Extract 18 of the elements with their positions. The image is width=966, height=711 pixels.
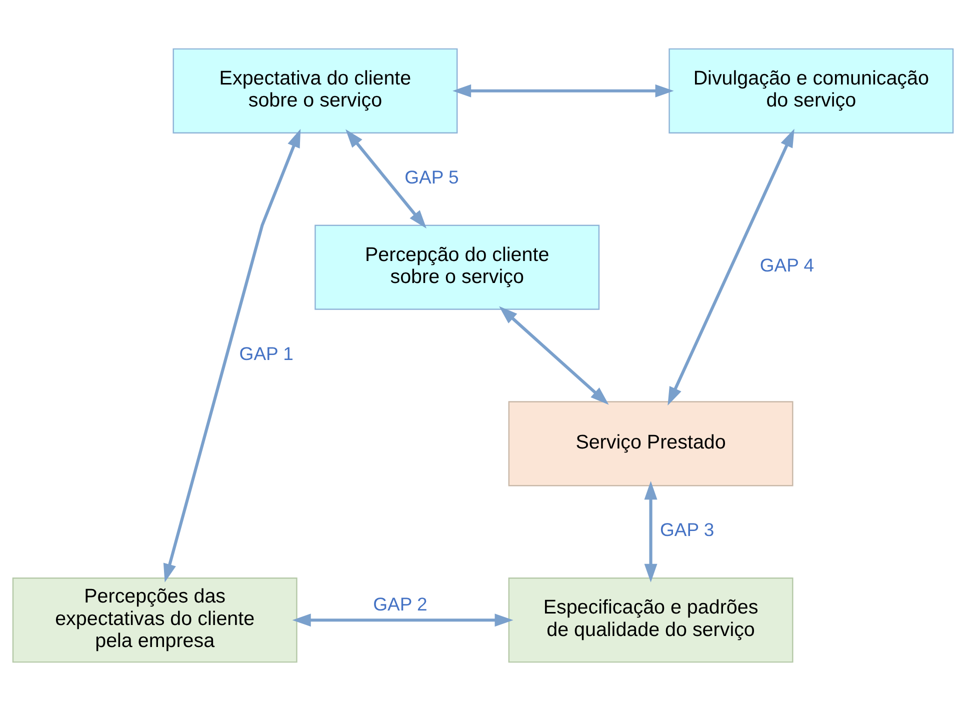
node-box: Serviço Prestado [508, 401, 794, 486]
arrow [292, 614, 514, 627]
arrow [346, 129, 426, 229]
arrow [163, 128, 301, 582]
edge-label: GAP 3 [660, 519, 714, 540]
node-box: Especificação e padrões de qualidade do serviço [508, 578, 794, 663]
arrow [668, 128, 794, 406]
node-box: Divulgação e comunicação do serviço [668, 48, 954, 134]
arrow [499, 306, 609, 405]
edge-label: GAP 4 [760, 254, 814, 276]
edge-label: GAP 5 [404, 166, 459, 188]
arrow [452, 84, 674, 98]
edge-label: GAP 2 [373, 593, 428, 614]
arrow [644, 481, 658, 582]
edge-label: GAP 1 [239, 342, 294, 364]
node-box: Expectativa do cliente sobre o serviço [172, 48, 458, 134]
node-box: Percepções das expectativas do cliente pela empresa [12, 578, 298, 663]
node-box: Percepção do cliente sobre o serviço [314, 224, 600, 310]
